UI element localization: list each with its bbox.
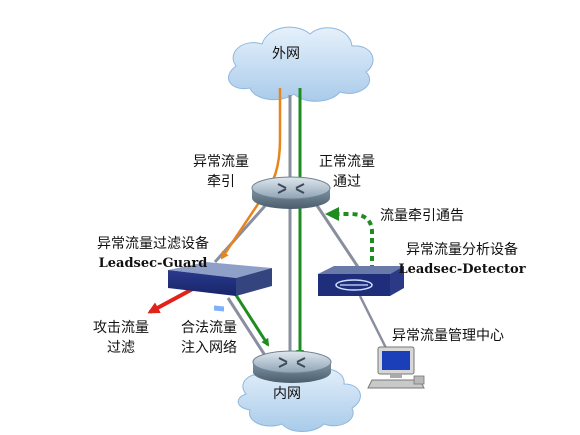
abnormal-divert-line1: 异常流量 <box>193 154 249 170</box>
guard-device-icon <box>168 262 272 312</box>
legit-inject-arrow <box>232 291 270 347</box>
legit-inject-line1: 合法流量 <box>181 320 237 336</box>
normal-pass-line2: 通过 <box>333 174 361 190</box>
management-pc-icon <box>367 346 425 389</box>
guard-device-label: 异常流量过滤设备 Leadsec-Guard <box>88 234 218 274</box>
inner-router-icon <box>252 350 332 383</box>
external-cloud <box>228 26 374 102</box>
attack-filter-line1: 攻击流量 <box>93 320 149 336</box>
abnormal-divert-line2: 牵引 <box>207 174 235 190</box>
guard-device-model: Leadsec-Guard <box>98 256 208 271</box>
legit-inject-label: 合法流量 注入网络 <box>174 318 244 358</box>
normal-pass-label: 正常流量 通过 <box>314 152 380 192</box>
internal-network-label: 内网 <box>273 386 301 402</box>
normal-pass-line1: 正常流量 <box>319 154 375 170</box>
detector-device-model: Leadsec-Detector <box>398 262 526 277</box>
guard-device-title: 异常流量过滤设备 <box>97 236 209 252</box>
link-guard-inner <box>226 297 270 361</box>
detector-device-title: 异常流量分析设备 <box>406 242 518 258</box>
detector-device-icon <box>318 266 404 296</box>
core-router-icon <box>251 176 331 209</box>
attack-filter-line2: 过滤 <box>107 340 135 356</box>
link-core-guard <box>213 197 274 263</box>
attack-filter-label: 攻击流量 过滤 <box>88 318 154 358</box>
divert-notice-arrow <box>325 207 374 270</box>
detector-device-label: 异常流量分析设备 Leadsec-Detector <box>392 240 532 280</box>
external-network-label: 外网 <box>272 46 300 62</box>
management-center-label: 异常流量管理中心 <box>392 328 504 344</box>
abnormal-divert-label: 异常流量 牵引 <box>188 152 254 192</box>
legit-inject-line2: 注入网络 <box>181 340 237 356</box>
divert-notice-label: 流量牵引通告 <box>380 208 464 224</box>
link-core-detector <box>310 197 362 271</box>
